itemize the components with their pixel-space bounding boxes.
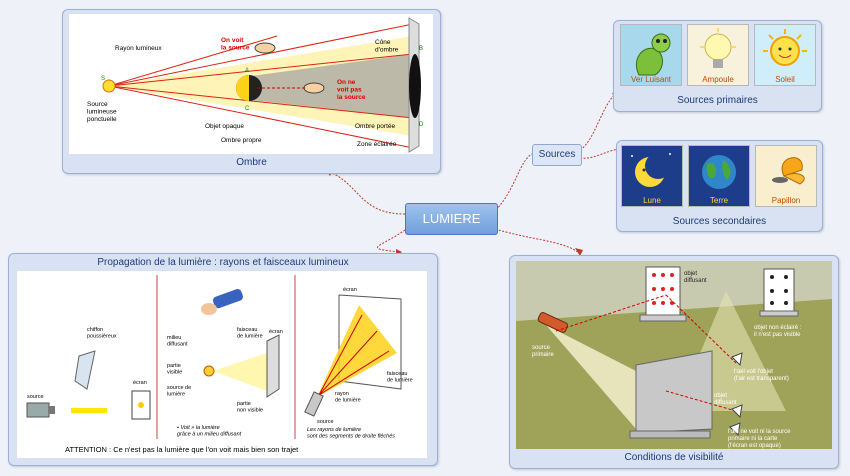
- label-ecran3: écran: [343, 287, 357, 293]
- tile-soleil: Soleil: [754, 24, 816, 86]
- central-topic[interactable]: LUMIERE: [405, 203, 498, 235]
- label-objet: Objet opaque: [205, 123, 244, 130]
- label-ecran2: écran: [269, 329, 283, 335]
- point-source-icon: [102, 79, 116, 93]
- label-lune: Lune: [643, 196, 661, 205]
- label-soleil: Soleil: [775, 75, 795, 84]
- label-source3: source: [317, 419, 334, 425]
- label-voit-objet: l'œil voit l'objet(l'air est transparent…: [734, 369, 789, 382]
- label-s: S: [101, 76, 105, 82]
- label-zone: Zone éclairée: [357, 141, 397, 148]
- label-ombre-propre: Ombre propre: [221, 137, 262, 144]
- bulb-icon: [688, 25, 748, 85]
- label-source-left: source: [27, 394, 44, 400]
- tile-terre: Terre: [688, 145, 750, 207]
- label-papillon: Papillon: [771, 196, 801, 205]
- primaires-caption: Sources primaires: [677, 95, 758, 106]
- sources-primaires-panel[interactable]: Ver Luisant Ampoule Soleil Sources prima…: [613, 20, 822, 112]
- visibilite-caption: Conditions de visibilité: [624, 452, 724, 463]
- glowworm-icon: [621, 25, 681, 85]
- label-b: B: [419, 46, 423, 52]
- label-ombre-portee: Ombre portée: [355, 123, 395, 130]
- propagation-footer: ATTENTION : Ce n'est pas la lumière que …: [65, 445, 299, 454]
- label-terre: Terre: [709, 196, 729, 205]
- label-non-eclaire: objet non éclairé :il n'est pas visible: [754, 325, 802, 338]
- sources-secondaires-panel[interactable]: Lune Terre Papillon Sources secondaires: [616, 140, 823, 232]
- label-rayon: Rayon lumineux: [115, 45, 162, 52]
- label-d: D: [419, 122, 424, 128]
- label-c: C: [245, 106, 250, 112]
- sources-topic[interactable]: Sources: [532, 144, 582, 166]
- secondaires-caption: Sources secondaires: [672, 216, 767, 227]
- label-ampoule: Ampoule: [702, 75, 734, 84]
- label-ver-luisant: Ver Luisant: [630, 75, 672, 84]
- earth-icon: [689, 146, 749, 206]
- label-ecran1: écran: [133, 380, 147, 386]
- label-a: A: [245, 68, 249, 74]
- tile-papillon: Papillon: [755, 145, 817, 207]
- moon-icon: [622, 146, 682, 206]
- propagation-panel[interactable]: Propagation de la lumière : rayons et fa…: [8, 253, 438, 466]
- tile-lune: Lune: [621, 145, 683, 207]
- propagation-caption: Propagation de la lumière : rayons et fa…: [97, 257, 349, 268]
- tile-ampoule: Ampoule: [687, 24, 749, 86]
- ombre-caption: Ombre: [236, 157, 267, 168]
- sun-icon: [755, 25, 815, 85]
- butterfly-icon: [756, 146, 816, 206]
- tile-ver-luisant: Ver Luisant: [620, 24, 682, 86]
